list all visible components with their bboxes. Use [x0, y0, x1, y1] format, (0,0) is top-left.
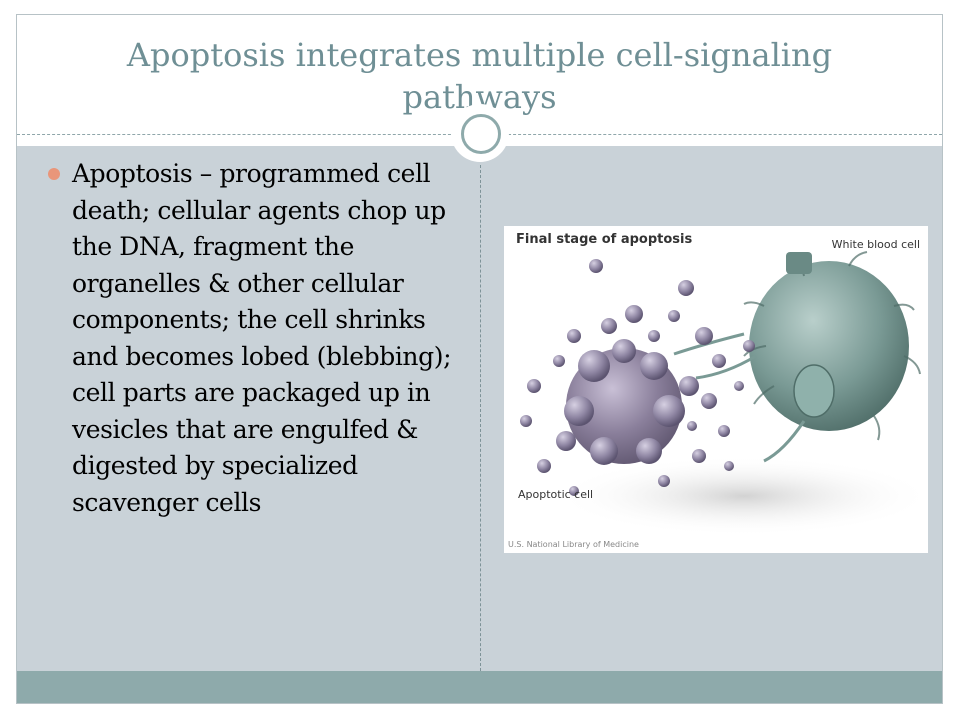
apoptosis-figure: Final stage of apoptosis White blood cel…	[504, 226, 928, 553]
label-white-blood-cell: White blood cell	[831, 238, 920, 251]
bullet-item: Apoptosis – programmed cell death; cellu…	[48, 156, 458, 521]
bullet-text: Apoptosis – programmed cell death; cellu…	[72, 159, 452, 517]
figure-title: Final stage of apoptosis	[516, 232, 693, 247]
ring-ornament-inner	[461, 114, 501, 154]
slide-title: Apoptosis integrates multiple cell-signa…	[126, 36, 833, 116]
vesicles	[520, 259, 755, 496]
footer-bar	[17, 671, 942, 703]
title-area: Apoptosis integrates multiple cell-signa…	[16, 14, 943, 134]
white-blood-cell	[673, 251, 921, 463]
column-divider	[480, 165, 481, 671]
apoptosis-illustration	[520, 251, 928, 536]
bullet-dot-icon	[48, 168, 60, 180]
figure-credit: U.S. National Library of Medicine	[508, 540, 639, 549]
label-apoptotic-cell: Apoptotic cell	[518, 488, 594, 501]
apoptotic-cell	[556, 339, 699, 465]
